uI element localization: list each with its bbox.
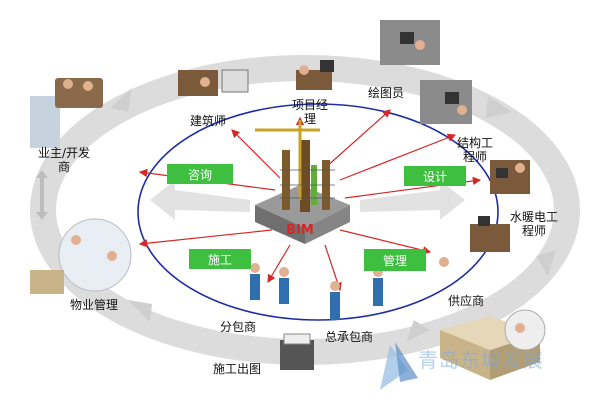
management-box: 管理 [364,249,426,271]
collaboration-ellipse [137,103,499,321]
watermark-logo [380,342,418,390]
owner-label: 业主/开发 商 [38,146,91,174]
double-arrow [36,170,48,220]
mep-engineer-figure [490,160,530,194]
supplier-figure [439,216,510,267]
architect-label: 建筑师 [190,114,227,128]
warehouse-figure [440,309,546,380]
owner-figure [30,78,103,148]
subcontractor-figure [250,263,289,304]
subcontractor-label: 分包商 [220,320,257,334]
construction-box: 施工 [189,249,251,269]
construction-drawing-label: 施工出图 [213,362,262,376]
project-manager-figure [296,60,334,90]
general-contractor-label: 总承包商 [325,330,374,344]
draftsman-figure [380,20,440,65]
consult-box: 咨询 [167,164,233,184]
supplier-label: 供应商 [448,294,485,308]
property-management-label: 物业管理 [70,298,119,312]
bim-label: BIM [286,223,314,238]
design-box: 设计 [404,166,466,186]
structural-engineer-label: 结构工 程师 [457,136,494,164]
plotter-figure [280,333,314,370]
mep-engineer-label: 水暖电工 程师 [510,210,559,238]
ring-arrows [110,88,556,342]
architect-figure [178,69,249,96]
bim-building [255,120,350,244]
general-contractor-figure [330,267,383,320]
watermark-text: 青岛东城发展 [418,348,544,372]
project-manager-label: 项目经 理 [292,98,329,126]
structural-engineer-figure [420,80,472,124]
inner-arrows [150,180,465,220]
property-management-figure [30,218,132,294]
draftsman-label: 绘图员 [368,86,405,100]
